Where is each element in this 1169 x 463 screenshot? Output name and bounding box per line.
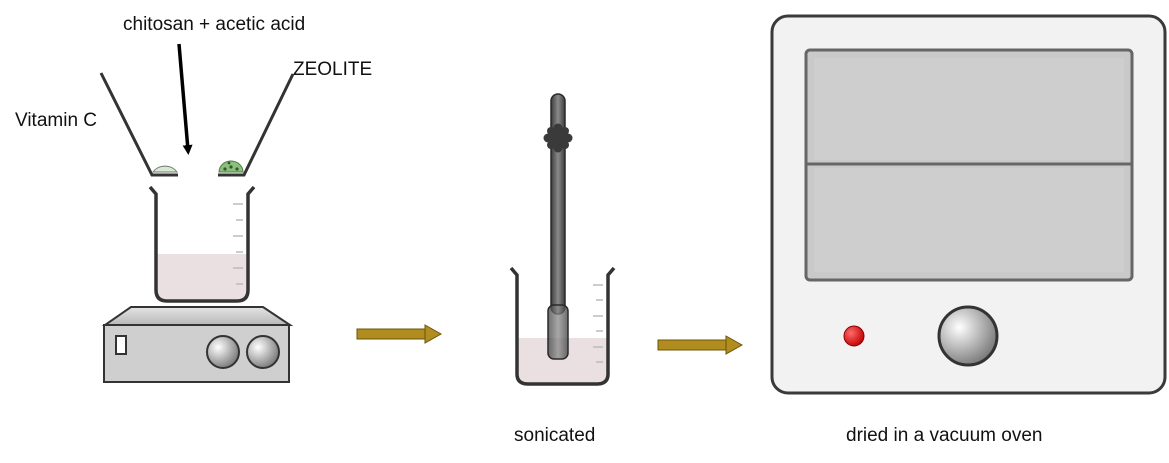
chitosan-arrow — [177, 43, 193, 155]
label-zeolite: ZEOLITE — [293, 59, 372, 80]
oven-knob-icon — [937, 305, 999, 367]
vacuum-oven-icon — [770, 14, 1167, 395]
label-chitosan: chitosan + acetic acid — [123, 14, 305, 35]
vitamin-c-funnel — [99, 72, 178, 177]
hot-plate-stirrer-icon — [101, 306, 294, 383]
indicator-light — [843, 325, 865, 347]
probe-clamp-icon — [543, 123, 573, 153]
label-vitamin-c: Vitamin C — [15, 110, 97, 131]
process-arrow-1 — [356, 324, 443, 344]
label-sonicated: sonicated — [514, 425, 595, 446]
process-arrow-2 — [657, 335, 744, 355]
label-dried: dried in a vacuum oven — [846, 425, 1042, 446]
beaker-icon — [148, 185, 256, 303]
zeolite-funnel — [218, 73, 295, 177]
ultrasonic-probe-icon — [509, 93, 616, 386]
